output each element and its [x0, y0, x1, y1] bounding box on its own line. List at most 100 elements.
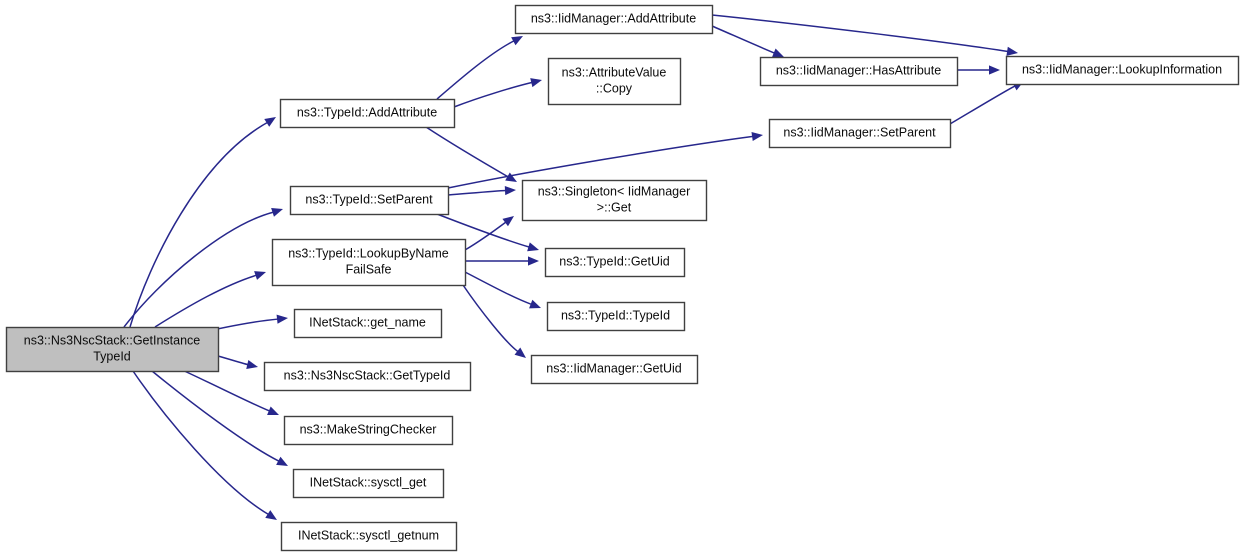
call-edge-arrowhead: [246, 359, 258, 369]
graph-node-label: ns3::AttributeValue: [562, 65, 667, 79]
graph-node[interactable]: ns3::IidManager::GetUid: [530, 354, 699, 385]
graph-node-box[interactable]: [768, 118, 952, 149]
call-edge: [447, 189, 507, 196]
call-edge: [949, 85, 1016, 125]
graph-node-label: ns3::IidManager::LookupInformation: [1022, 62, 1222, 76]
call-edge-arrowhead: [504, 185, 516, 196]
call-edge-arrowhead: [505, 172, 517, 182]
call-edge-arrowhead: [271, 208, 283, 217]
graph-node-box[interactable]: [280, 521, 458, 552]
graph-node[interactable]: ns3::IidManager::SetParent: [768, 118, 952, 149]
call-edge: [711, 25, 776, 54]
call-edge: [425, 126, 509, 178]
graph-node[interactable]: INetStack::get_name: [293, 308, 443, 339]
graph-node-box[interactable]: [530, 354, 699, 385]
graph-node[interactable]: ns3::IidManager::HasAttribute: [759, 56, 959, 87]
call-edge-arrowhead: [1006, 46, 1018, 56]
nodes-layer: ns3::Ns3NscStack::GetInstanceTypeIdns3::…: [5, 4, 1240, 552]
graph-node-label: ns3::MakeStringChecker: [300, 422, 437, 436]
graph-node-label: TypeId: [93, 349, 131, 363]
graph-node-label: ns3::TypeId::LookupByName: [288, 246, 449, 260]
call-edge: [129, 121, 268, 328]
call-edge: [464, 271, 532, 306]
call-edge-arrowhead: [264, 117, 276, 127]
call-edge: [436, 213, 530, 248]
graph-node-label: >::Get: [597, 200, 632, 214]
graph-node-label: INetStack::sysctl_getnum: [298, 528, 439, 542]
graph-node-box[interactable]: [279, 98, 456, 129]
call-edge: [462, 284, 519, 353]
call-edge: [217, 355, 249, 366]
call-edge-arrowhead: [502, 216, 514, 227]
graph-node-label: INetStack::get_name: [309, 315, 426, 329]
graph-node[interactable]: ns3::IidManager::AddAttribute: [514, 4, 714, 35]
graph-node-box[interactable]: [544, 247, 686, 278]
call-edge: [453, 81, 533, 108]
graph-node-label: ::Copy: [596, 81, 633, 95]
graph-node-box[interactable]: [289, 185, 450, 216]
graph-node-label: ns3::TypeId::SetParent: [305, 192, 433, 206]
graph-node-label: FailSafe: [346, 262, 392, 276]
call-edge-arrowhead: [514, 347, 526, 358]
graph-node-box[interactable]: [283, 415, 454, 446]
graph-node[interactable]: INetStack::sysctl_getnum: [280, 521, 458, 552]
call-edge-arrowhead: [254, 271, 266, 280]
graph-node-label: INetStack::sysctl_get: [310, 475, 427, 489]
graph-node-box[interactable]: [293, 308, 443, 339]
call-edge-arrowhead: [527, 242, 539, 252]
graph-node-label: ns3::Ns3NscStack::GetInstance: [24, 333, 201, 347]
call-edge-arrowhead: [511, 36, 523, 46]
call-edge: [151, 370, 280, 462]
graph-node-label: ns3::IidManager::GetUid: [546, 361, 682, 375]
call-edge: [179, 368, 271, 412]
graph-node[interactable]: ns3::MakeStringChecker: [283, 415, 454, 446]
call-edge: [711, 14, 1009, 53]
call-edge-arrowhead: [529, 299, 541, 309]
call-edge-arrowhead: [530, 78, 542, 88]
call-edge-arrowhead: [267, 406, 279, 415]
call-edge-arrowhead: [772, 48, 784, 58]
graph-node[interactable]: ns3::Singleton< IidManager>::Get: [521, 179, 708, 222]
graph-node[interactable]: INetStack::sysctl_get: [292, 468, 445, 499]
graph-node-box[interactable]: [759, 56, 959, 87]
call-edge-arrowhead: [751, 131, 763, 142]
graph-node[interactable]: ns3::TypeId::TypeId: [546, 301, 686, 332]
graph-node[interactable]: ns3::IidManager::LookupInformation: [1005, 55, 1240, 86]
graph-node[interactable]: ns3::TypeId::GetUid: [544, 247, 686, 278]
call-edge: [447, 135, 754, 189]
call-edge: [154, 274, 257, 328]
graph-node-label: ns3::IidManager::HasAttribute: [776, 63, 941, 77]
graph-node-label: ns3::TypeId::TypeId: [561, 308, 670, 322]
call-edge: [436, 40, 515, 100]
call-edge-arrowhead: [276, 456, 288, 466]
call-edge-arrowhead: [276, 314, 288, 324]
call-edge-arrowhead: [528, 256, 539, 266]
graph-node-label: ns3::IidManager::AddAttribute: [531, 11, 696, 25]
graph-node-box[interactable]: [521, 179, 708, 222]
edges-layer: [123, 14, 1024, 520]
graph-node-box[interactable]: [546, 301, 686, 332]
graph-node-box[interactable]: [547, 57, 682, 106]
call-edge: [464, 221, 507, 251]
graph-node-label: ns3::Singleton< IidManager: [538, 184, 691, 198]
graph-node[interactable]: ns3::TypeId::AddAttribute: [279, 98, 456, 129]
graph-node[interactable]: ns3::AttributeValue::Copy: [547, 57, 682, 106]
call-edge-arrowhead: [265, 510, 277, 520]
graph-node-box[interactable]: [271, 238, 467, 287]
call-edge: [132, 370, 270, 516]
graph-node[interactable]: ns3::TypeId::SetParent: [289, 185, 450, 216]
call-edge: [123, 211, 274, 328]
graph-node-box-current[interactable]: [5, 326, 220, 373]
graph-node-box[interactable]: [514, 4, 714, 35]
graph-node-label: ns3::Ns3NscStack::GetTypeId: [284, 368, 451, 382]
graph-node-box[interactable]: [292, 468, 445, 499]
graph-node-label: ns3::IidManager::SetParent: [783, 125, 936, 139]
graph-node-label: ns3::TypeId::AddAttribute: [297, 105, 437, 119]
graph-node[interactable]: ns3::Ns3NscStack::GetTypeId: [263, 361, 472, 392]
graph-node-box[interactable]: [1005, 55, 1240, 86]
graph-node-box[interactable]: [263, 361, 472, 392]
